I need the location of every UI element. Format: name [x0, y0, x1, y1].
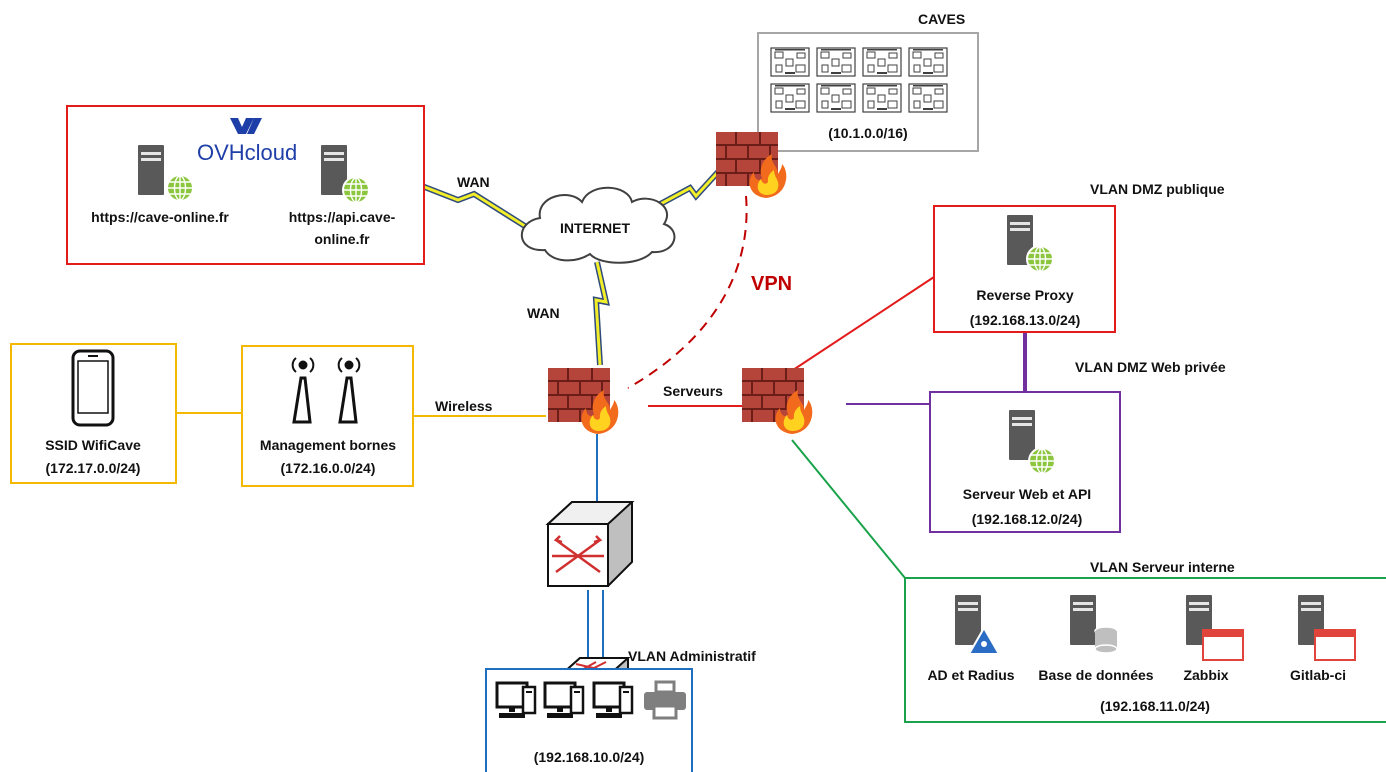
bornes-box	[241, 345, 414, 487]
caves-title: CAVES	[918, 11, 965, 27]
ovh-server2-label-line2: online.fr	[314, 231, 370, 247]
dmz-public-link	[789, 276, 935, 373]
internet-cloud-icon	[520, 186, 676, 264]
caves-group: CAVES (10.1.0.0/16)	[757, 11, 979, 152]
wireless-label: Wireless	[435, 398, 493, 414]
reverse-proxy-label: Reverse Proxy	[976, 287, 1074, 303]
admin-box	[485, 668, 693, 772]
wifi-subnet: (172.17.0.0/24)	[46, 460, 141, 476]
admin-group: VLAN Administratif (192.168.10.0/24)	[485, 648, 756, 772]
ovh-brand: OVHcloud	[197, 140, 297, 165]
dmz-public-group: VLAN DMZ publique Reverse Proxy (192.168…	[933, 181, 1225, 333]
ovh-logo-icon	[230, 118, 262, 134]
caves-subnet: (10.1.0.0/16)	[828, 125, 907, 141]
ovh-server1-label: https://cave-online.fr	[91, 209, 229, 225]
dmz-web-subnet: (192.168.12.0/24)	[972, 511, 1083, 527]
wifi-group: SSID WifiCave (172.17.0.0/24)	[10, 343, 177, 484]
internal-subnet: (192.168.11.0/24)	[1100, 698, 1210, 714]
internet-label: INTERNET	[560, 220, 630, 236]
serveurs-label: Serveurs	[663, 383, 723, 399]
admin-title: VLAN Administratif	[628, 648, 756, 664]
dmz-web-group: VLAN DMZ Web privée Serveur Web et API (…	[929, 359, 1226, 533]
bornes-label: Management bornes	[260, 437, 396, 453]
smartphone-icon	[71, 349, 115, 427]
internal-group: VLAN Serveur interne AD et Radius Base d…	[904, 559, 1386, 723]
wan-label-top: WAN	[457, 174, 490, 190]
bornes-group: Management bornes (172.16.0.0/24)	[241, 345, 414, 487]
connections	[176, 169, 1027, 660]
main-firewall-icon	[547, 367, 620, 435]
dmz-public-title: VLAN DMZ publique	[1090, 181, 1225, 197]
ovh-group: OVHcloud https://cave-online.fr https://…	[66, 105, 425, 265]
core-switch-icon	[545, 501, 635, 587]
internal-server-label-0: AD et Radius	[927, 667, 1014, 683]
caves-firewall-icon	[715, 131, 788, 199]
server-firewall-icon	[741, 367, 814, 435]
internal-server-label-3: Gitlab-ci	[1290, 667, 1346, 683]
internal-server-label-1: Base de données	[1038, 667, 1153, 683]
vpn-label: VPN	[751, 273, 792, 295]
vpn-tunnel	[627, 195, 748, 389]
printer-icon	[644, 680, 686, 720]
ad-server-icon	[955, 595, 1001, 655]
internal-server-label-2: Zabbix	[1183, 667, 1228, 683]
dmz-web-title: VLAN DMZ Web privée	[1075, 359, 1226, 375]
internal-title: VLAN Serveur interne	[1090, 559, 1235, 575]
bornes-subnet: (172.16.0.0/24)	[281, 460, 376, 476]
wifi-ssid-label: SSID WifiCave	[45, 437, 141, 453]
access-point-icon	[291, 357, 361, 424]
dmz-public-subnet: (192.168.13.0/24)	[970, 312, 1081, 328]
ovh-server2-label-line1: https://api.cave-	[289, 209, 396, 225]
internal-link	[791, 439, 906, 579]
web-api-label: Serveur Web et API	[963, 486, 1091, 502]
admin-subnet: (192.168.10.0/24)	[534, 749, 645, 765]
wan-label-bottom: WAN	[527, 305, 560, 321]
database-server-icon	[1070, 595, 1118, 654]
